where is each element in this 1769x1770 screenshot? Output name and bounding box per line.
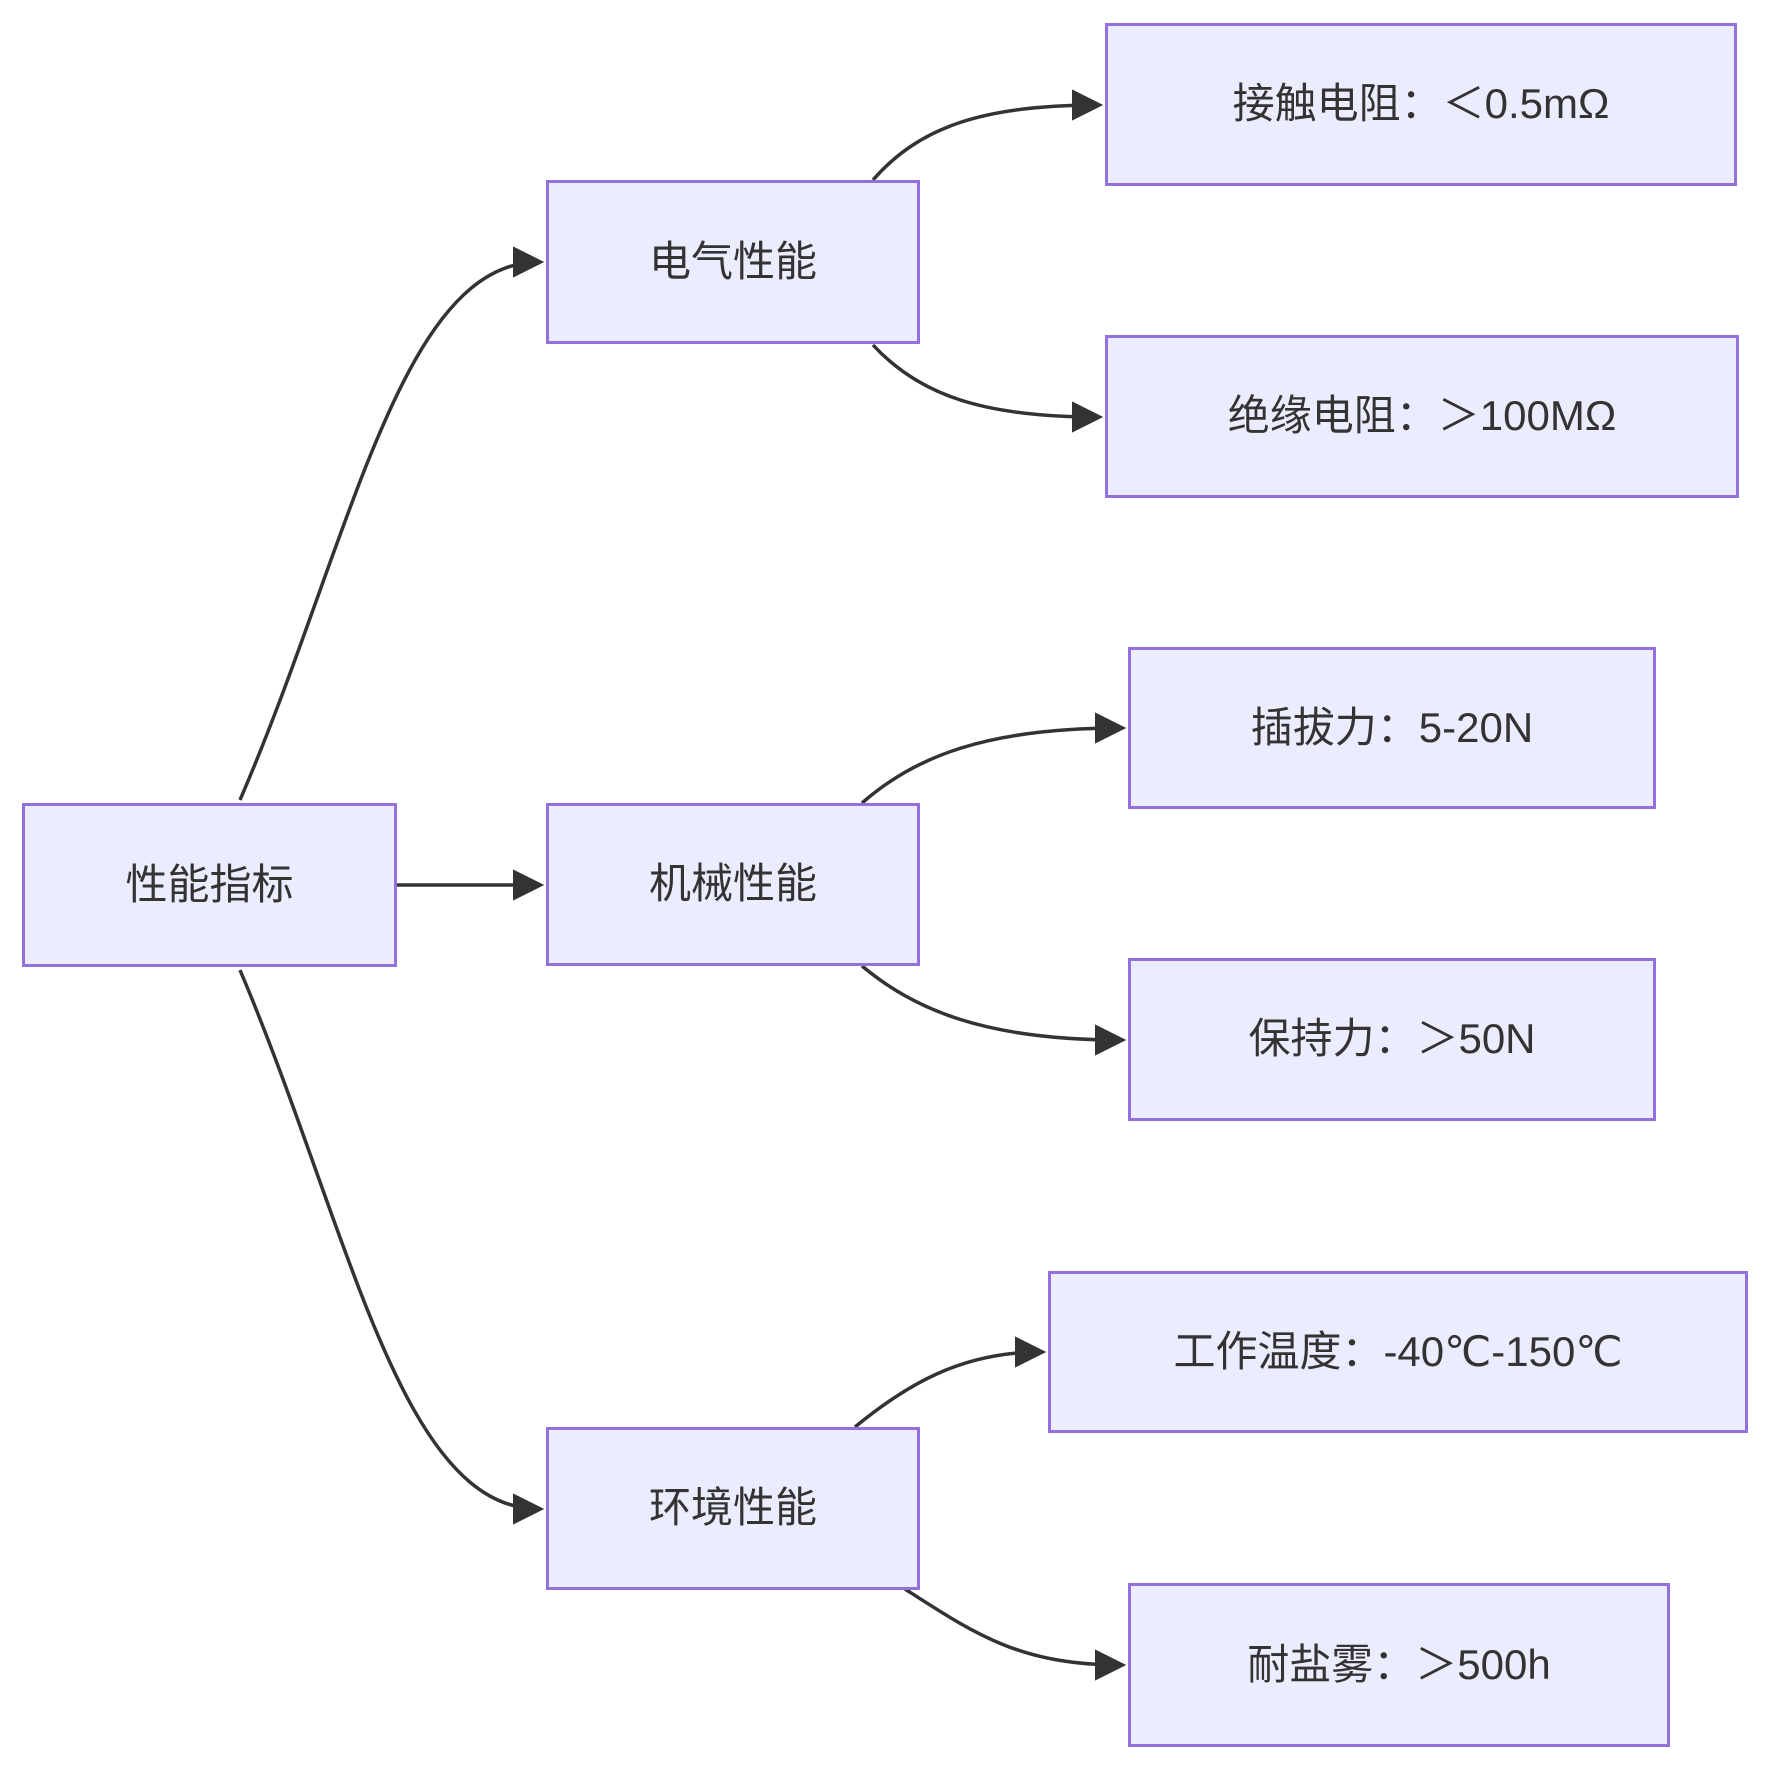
- node-label: 保持力：＞50N: [1248, 1015, 1536, 1063]
- edge-mechanical-insertion: [860, 712, 1127, 805]
- node-label: 性能指标: [125, 860, 294, 908]
- node-label: 插拔力：5-20N: [1250, 703, 1534, 751]
- edge-mechanical-retention: [860, 964, 1127, 1056]
- node-retention-force: 保持力：＞50N: [1128, 958, 1656, 1121]
- node-label: 工作温度：-40℃-150℃: [1173, 1327, 1623, 1375]
- node-label: 环境性能: [648, 1484, 817, 1532]
- node-label: 接触电阻：＜0.5mΩ: [1232, 80, 1610, 128]
- edge-root-environmental: [238, 969, 545, 1525]
- node-label: 耐盐雾：＞500h: [1247, 1640, 1551, 1688]
- node-salt-spray-resistance: 耐盐雾：＞500h: [1128, 1583, 1670, 1747]
- node-mechanical-performance: 机械性能: [546, 803, 920, 966]
- node-label: 绝缘电阻：＞100MΩ: [1227, 392, 1617, 440]
- node-insertion-force: 插拔力：5-20N: [1128, 647, 1656, 809]
- node-label: 机械性能: [648, 860, 817, 908]
- edge-environmental-temp: [853, 1336, 1047, 1429]
- node-label: 电气性能: [648, 237, 817, 285]
- node-operating-temperature: 工作温度：-40℃-150℃: [1048, 1271, 1748, 1433]
- edge-environmental-salt: [904, 1587, 1127, 1681]
- edge-root-electrical: [238, 246, 545, 801]
- edge-electrical-insulation: [871, 343, 1104, 433]
- node-contact-resistance: 接触电阻：＜0.5mΩ: [1105, 23, 1737, 186]
- edge-electrical-contact: [871, 89, 1104, 182]
- node-electrical-performance: 电气性能: [546, 180, 920, 344]
- node-performance-indicators: 性能指标: [22, 803, 397, 967]
- node-environmental-performance: 环境性能: [546, 1427, 920, 1590]
- node-insulation-resistance: 绝缘电阻：＞100MΩ: [1105, 335, 1739, 498]
